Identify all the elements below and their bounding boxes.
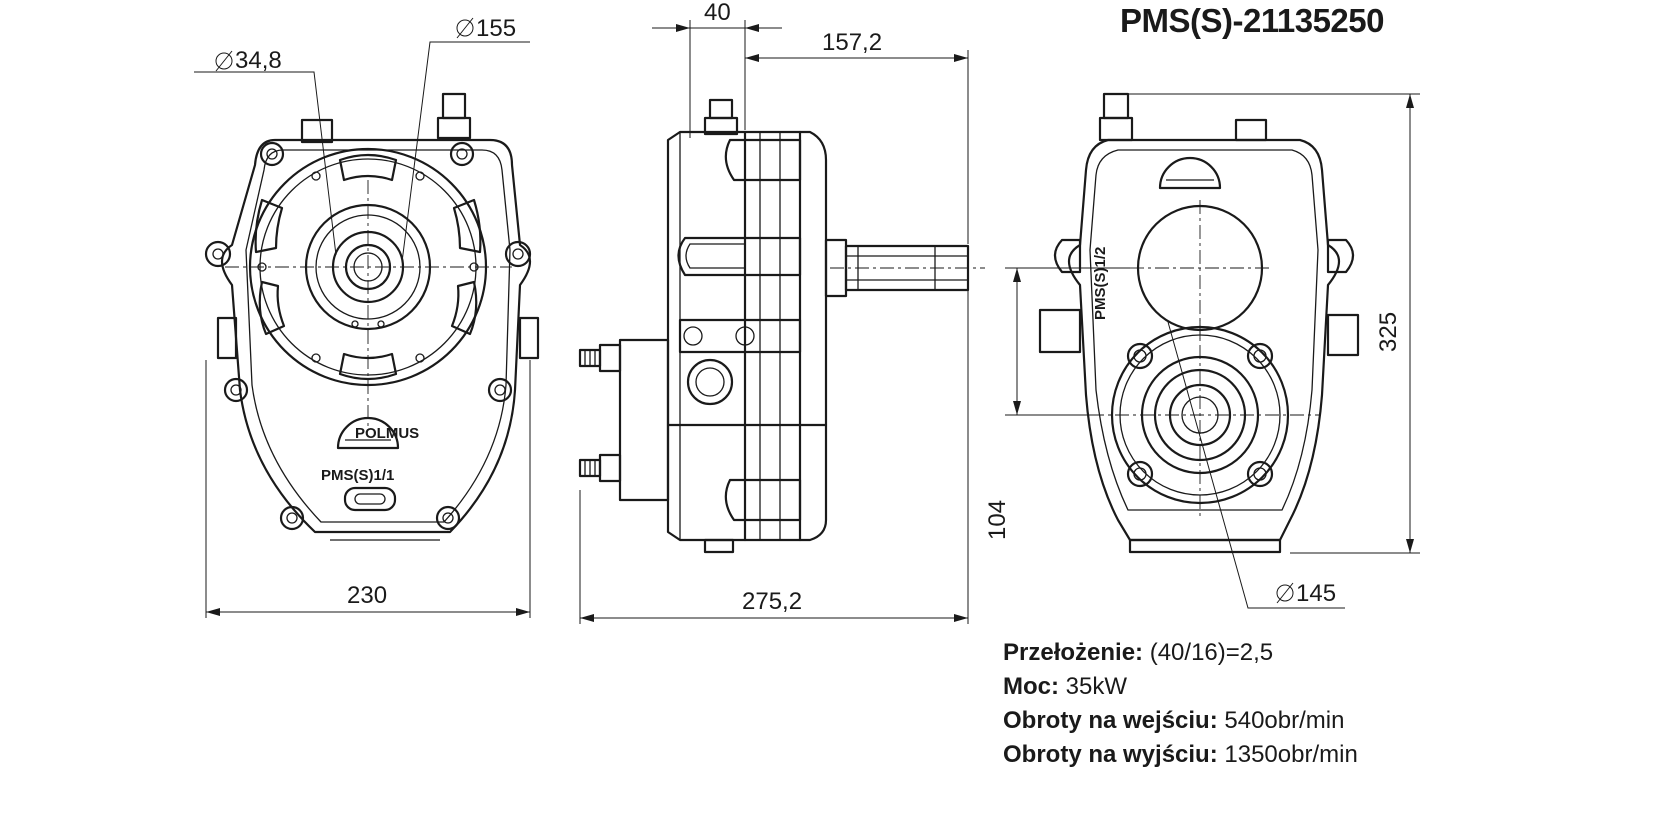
rear-view: PMS(S)1/2 bbox=[1038, 92, 1360, 554]
spec-label: Przełożenie: bbox=[1003, 639, 1144, 666]
spec-input-speed: Obroty na wejściu: 540obr/min bbox=[1003, 704, 1358, 738]
spec-value: 1350obr/min bbox=[1224, 741, 1358, 768]
shaft-length-dimension: 157,2 bbox=[822, 29, 882, 56]
side-view bbox=[578, 98, 985, 554]
specifications: Przełożenie: (40/16)=2,5 Moc: 35kW Obrot… bbox=[1003, 636, 1358, 772]
rear-dimensions: 325 104 145 bbox=[984, 93, 1420, 609]
height-dimension: 325 bbox=[1375, 312, 1402, 352]
front-logo: POLMUS bbox=[336, 416, 419, 450]
spec-power: Moc: 35kW bbox=[1003, 670, 1358, 704]
output-flange-diameter-dimension: 145 bbox=[1296, 580, 1336, 607]
spec-ratio: Przełożenie: (40/16)=2,5 bbox=[1003, 636, 1358, 670]
rear-plate-label: PMS(S)1/2 bbox=[1092, 247, 1109, 320]
front-width-dimension: 230 bbox=[347, 582, 387, 609]
flange-diameter-dimension: 155 bbox=[476, 15, 516, 42]
input-bore-dimension: 34,8 bbox=[235, 47, 282, 74]
spec-label: Obroty na wyjściu: bbox=[1003, 741, 1218, 768]
brand-label: POLMUS bbox=[355, 425, 419, 442]
front-dimensions: 230 34,8 155 bbox=[194, 15, 531, 618]
front-plate-label: PMS(S)1/1 bbox=[321, 467, 394, 484]
spec-value: 35kW bbox=[1065, 673, 1128, 700]
spec-output-speed: Obroty na wyjściu: 1350obr/min bbox=[1003, 738, 1358, 772]
shaft-height-dimension: 104 bbox=[984, 500, 1011, 540]
front-view: POLMUS PMS(S)1/1 bbox=[204, 92, 540, 541]
spec-value: (40/16)=2,5 bbox=[1149, 639, 1274, 666]
spec-label: Obroty na wejściu: bbox=[1003, 707, 1218, 734]
side-length-dimension: 275,2 bbox=[742, 588, 802, 615]
spec-value: 540obr/min bbox=[1224, 707, 1345, 734]
shaft-offset-dimension: 40 bbox=[704, 0, 731, 26]
side-dimensions: 275,2 40 157,2 bbox=[579, 0, 969, 624]
drawing-title: PMS(S)-21135250 bbox=[1120, 2, 1385, 39]
spec-label: Moc: bbox=[1003, 673, 1059, 700]
